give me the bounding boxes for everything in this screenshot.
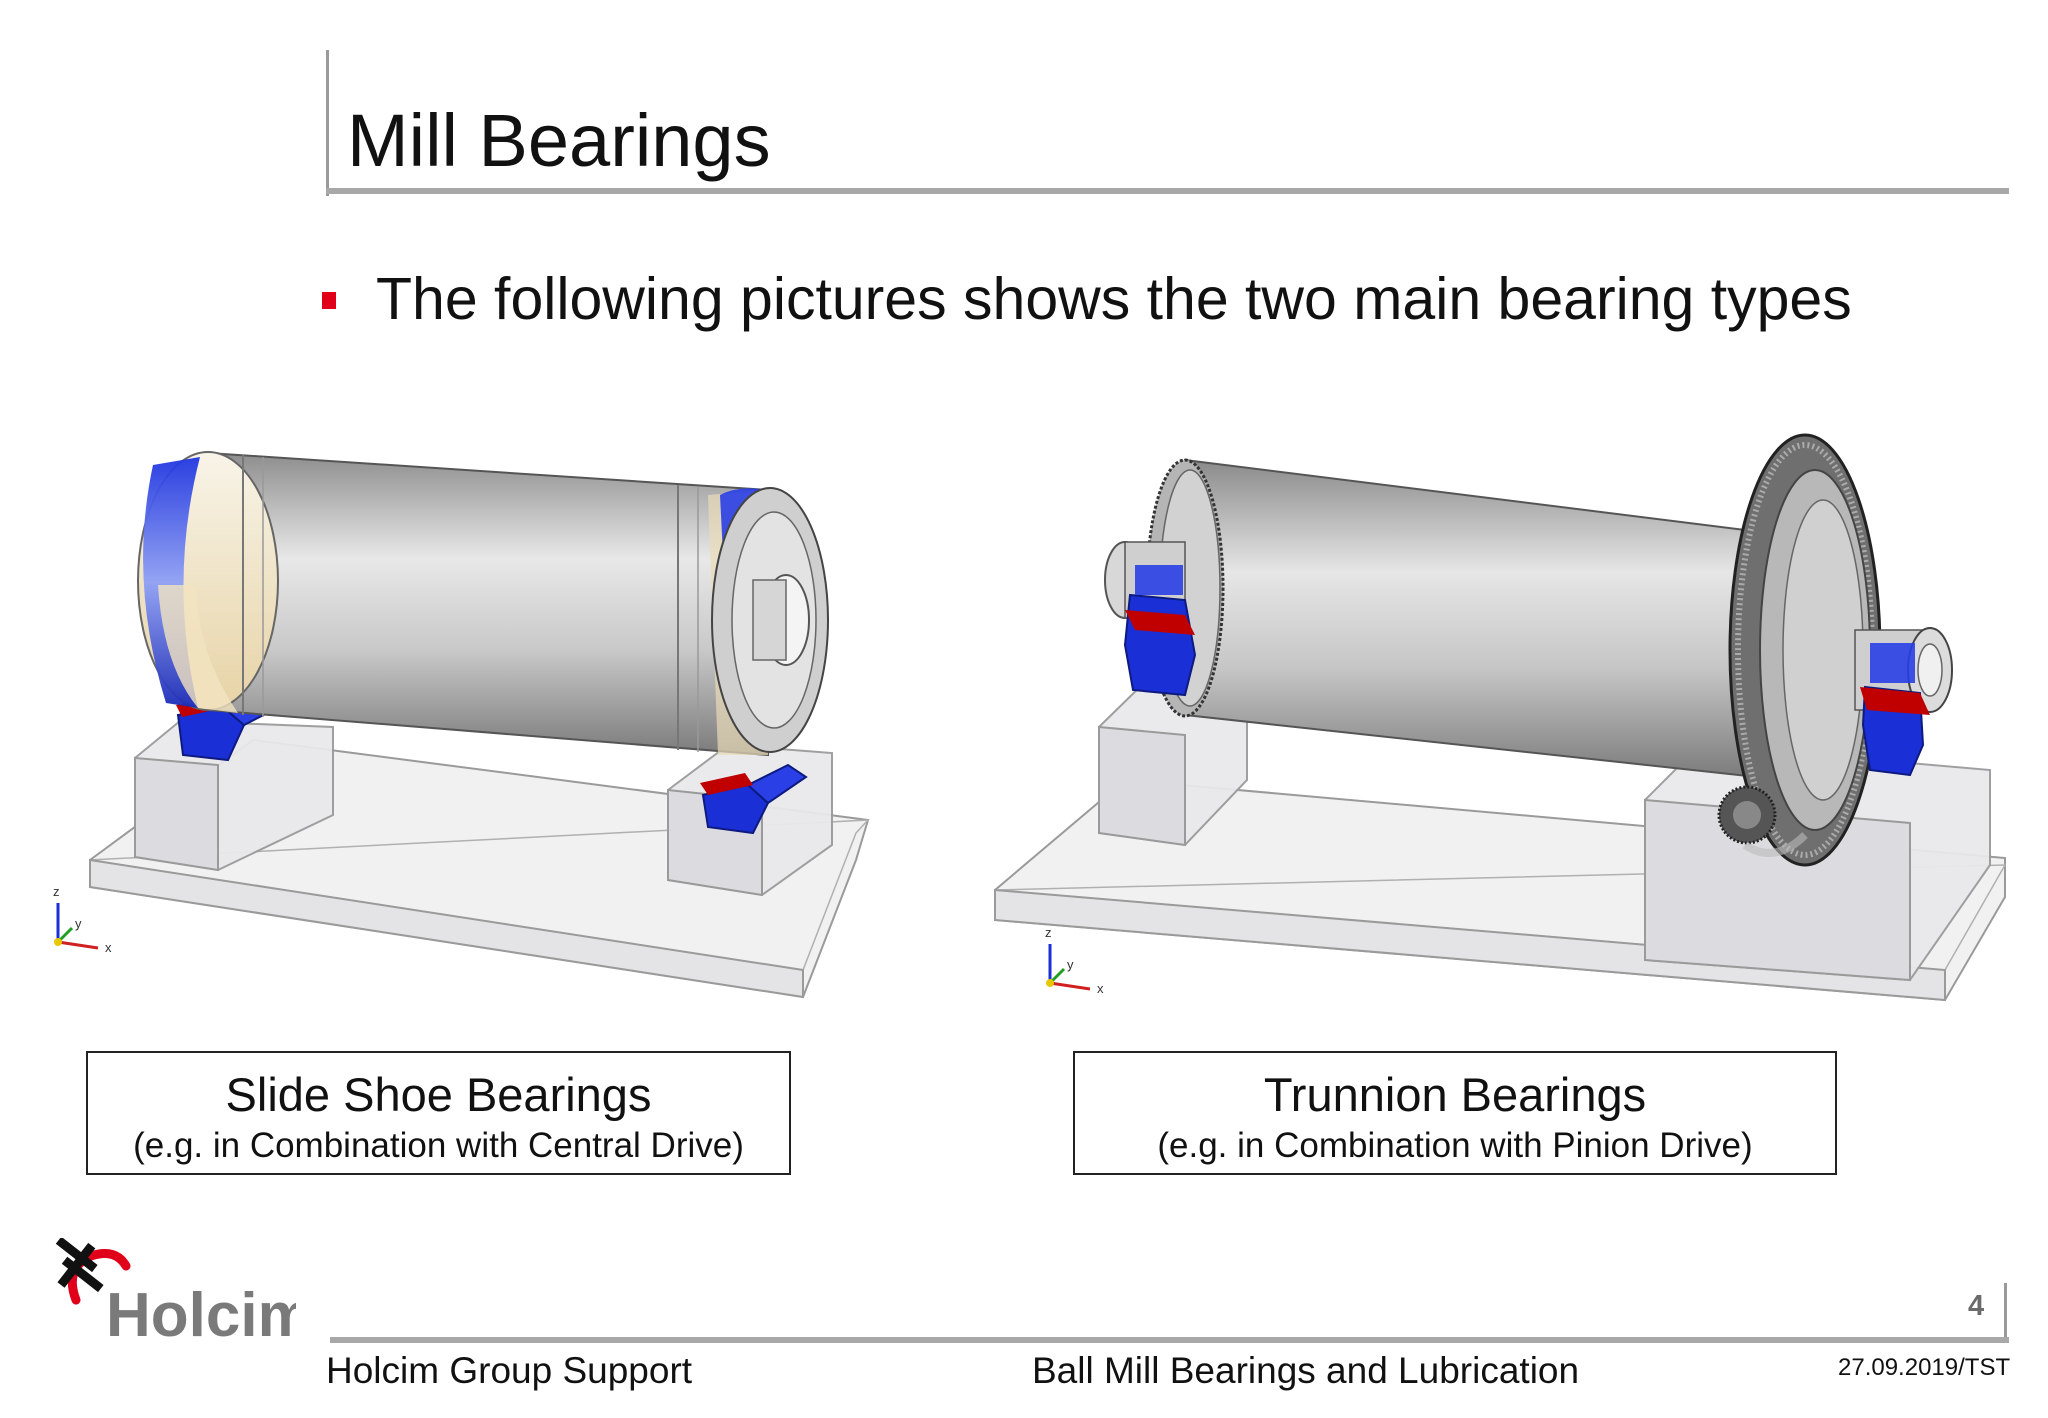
axis-label-y: y <box>1067 957 1074 972</box>
bullet-text: The following pictures shows the two mai… <box>376 266 1852 332</box>
footer-date: 27.09.2019/TST <box>1838 1354 2011 1381</box>
title-vertical-rule <box>326 50 329 196</box>
footer-company: Holcim Group Support <box>326 1350 693 1391</box>
title-underline <box>326 188 2009 194</box>
page-number-rule <box>2004 1283 2007 1340</box>
caption-slide-shoe-bearings: Slide Shoe Bearings (e.g. in Combination… <box>86 1051 791 1175</box>
axis-triad-left: z y x <box>53 884 112 955</box>
axis-label-z: z <box>1045 925 1052 940</box>
axis-label-y: y <box>75 916 82 931</box>
caption-title: Trunnion Bearings <box>1263 1068 1647 1121</box>
footer-document-title: Ball Mill Bearings and Lubrication <box>1032 1350 1580 1391</box>
slide-shoe-mill-illustration: z y x <box>53 451 870 999</box>
trunnion-right-bearing <box>1854 627 1953 777</box>
trunnion-pedestal-left <box>1098 678 1248 847</box>
holcim-logo: Holcim <box>55 1238 296 1348</box>
caption-subtitle: (e.g. in Combination with Pinion Drive) <box>1157 1126 1753 1165</box>
axis-label-z: z <box>53 884 60 899</box>
caption-subtitle: (e.g. in Combination with Central Drive) <box>133 1126 744 1165</box>
holcim-logo-icon <box>55 1238 131 1305</box>
axis-triad-right: z y x <box>1045 925 1104 996</box>
logo-text: Holcim <box>106 1281 296 1348</box>
caption-title: Slide Shoe Bearings <box>225 1068 652 1121</box>
slide-shoe-pedestal-left <box>134 719 334 872</box>
axis-label-x: x <box>1097 981 1104 996</box>
footer-rule <box>330 1337 2009 1343</box>
axis-label-x: x <box>105 940 112 955</box>
slide-title: Mill Bearings <box>347 99 771 182</box>
slide-shoe-mill-shell <box>137 451 829 757</box>
bullet-square-icon <box>322 292 336 309</box>
trunnion-mill-illustration: z y x <box>994 433 2007 1002</box>
slide-shoe-right-bearing <box>700 763 808 835</box>
page-number: 4 <box>1968 1290 1985 1322</box>
caption-trunnion-bearings: Trunnion Bearings (e.g. in Combination w… <box>1073 1051 1837 1175</box>
trunnion-left-bearing <box>1104 541 1197 697</box>
